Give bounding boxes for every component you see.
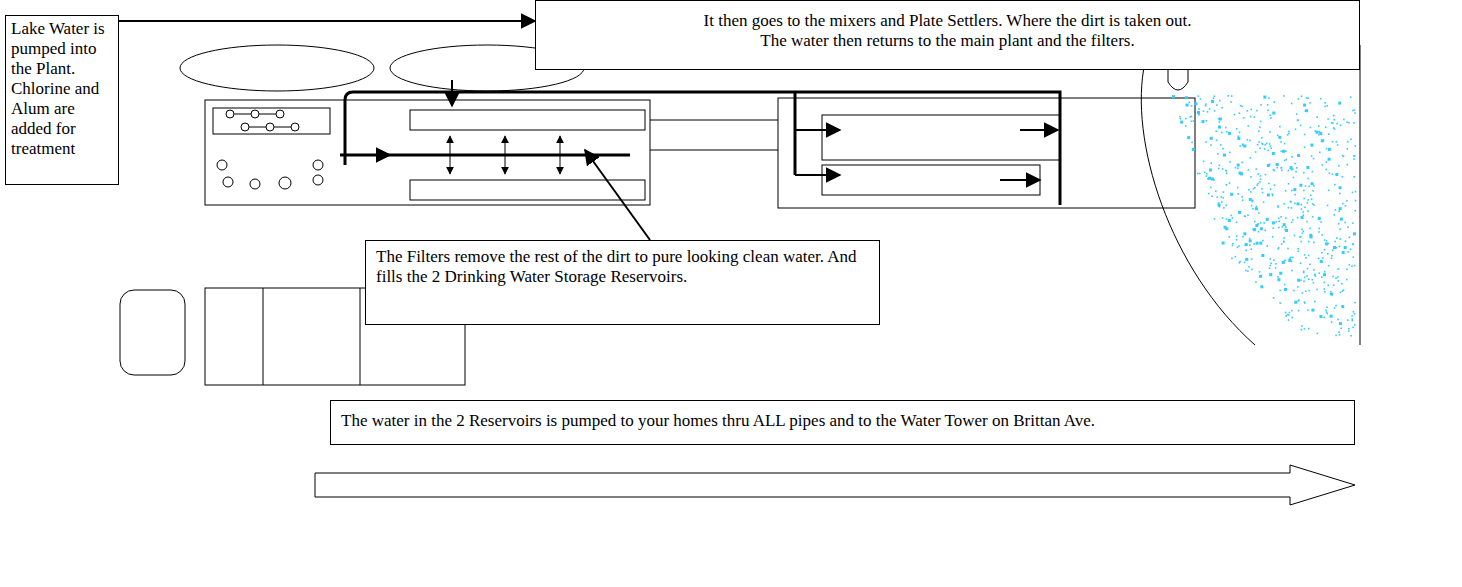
- callout-box: It then goes to the mixers and Plate Set…: [535, 0, 1360, 70]
- reservoir-flow-arrows: [795, 130, 1058, 180]
- callout-box: The Filters remove the rest of the dirt …: [365, 240, 880, 325]
- callout-text: Lake Water is pumped into the Plant. Chl…: [11, 19, 113, 159]
- reservoir-building: [778, 98, 1195, 208]
- leader-arrow: [119, 20, 535, 22]
- callout-text: The Filters remove the rest of the dirt …: [376, 247, 869, 287]
- tank: [120, 290, 185, 375]
- callout-box: Lake Water is pumped into the Plant. Chl…: [5, 15, 119, 185]
- callout-text: It then goes to the mixers and Plate Set…: [546, 11, 1349, 31]
- hollow-arrow: [315, 465, 1355, 505]
- filter-bar: [410, 110, 645, 130]
- lake-water: [1172, 95, 1356, 337]
- lake-outline: [1141, 38, 1360, 345]
- callout-box: The water in the 2 Reservoirs is pumped …: [330, 400, 1355, 445]
- reservoir: [822, 165, 1040, 195]
- flow-arrow: [340, 154, 390, 156]
- pipes: [340, 92, 1060, 205]
- main-plant: [205, 100, 650, 205]
- leader-arrow: [585, 150, 650, 240]
- pump-panel: [213, 108, 330, 134]
- pipe: [650, 150, 778, 151]
- callout-text: The water in the 2 Reservoirs is pumped …: [341, 411, 1344, 431]
- leader-arrow: [451, 80, 453, 106]
- reservoir: [822, 115, 1060, 160]
- pipe: [650, 120, 778, 121]
- settler-ellipse: [180, 45, 374, 91]
- callout-text: The water then returns to the main plant…: [546, 31, 1349, 51]
- pump-circles: [217, 110, 323, 189]
